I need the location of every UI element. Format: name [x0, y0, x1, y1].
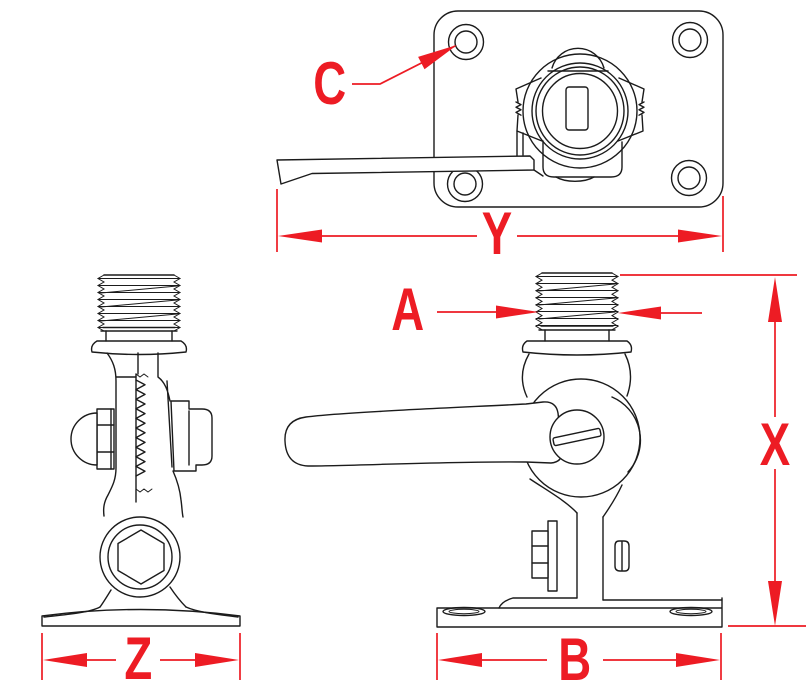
thread-side: [97, 274, 181, 332]
base-front: [436, 597, 723, 628]
dim-label-a: A: [391, 276, 425, 343]
lever-top-view: [276, 155, 535, 185]
ratchet-rack: [135, 373, 153, 503]
base-slot-left: [442, 606, 486, 617]
dim-b: [436, 633, 722, 680]
lever-handle[interactable]: [284, 401, 563, 467]
dim-c-leader: [352, 45, 457, 85]
dim-label-c: C: [313, 50, 347, 117]
dim-a: [437, 305, 702, 320]
spring-clip: [614, 540, 630, 572]
dim-label-y: Y: [481, 200, 513, 267]
base-slot-right: [669, 606, 713, 617]
mounting-holes: [446, 21, 709, 203]
pivot-bolt: [99, 516, 181, 598]
dim-label-b: B: [558, 626, 592, 683]
dim-y: [276, 189, 724, 252]
base-side: [41, 586, 241, 627]
top-view: [276, 10, 724, 208]
dim-z: [41, 633, 241, 680]
dome-cap: [551, 47, 605, 69]
screw-slot-top: [565, 86, 589, 131]
lower-clamp-top: [542, 140, 623, 182]
dome-nut: [70, 408, 115, 470]
thread-front: [535, 272, 619, 331]
front-view: [284, 272, 723, 628]
dim-label-x: X: [759, 411, 791, 478]
dim-label-z: Z: [124, 625, 152, 683]
dim-x: [620, 274, 806, 627]
mounting-plate: [433, 10, 724, 208]
adjuster-screw[interactable]: [549, 409, 605, 465]
clamp-block-side: [170, 400, 213, 472]
ratchet-mechanism-top: [515, 47, 645, 169]
carriage-nut-front: [531, 520, 558, 592]
side-view: [41, 274, 241, 627]
